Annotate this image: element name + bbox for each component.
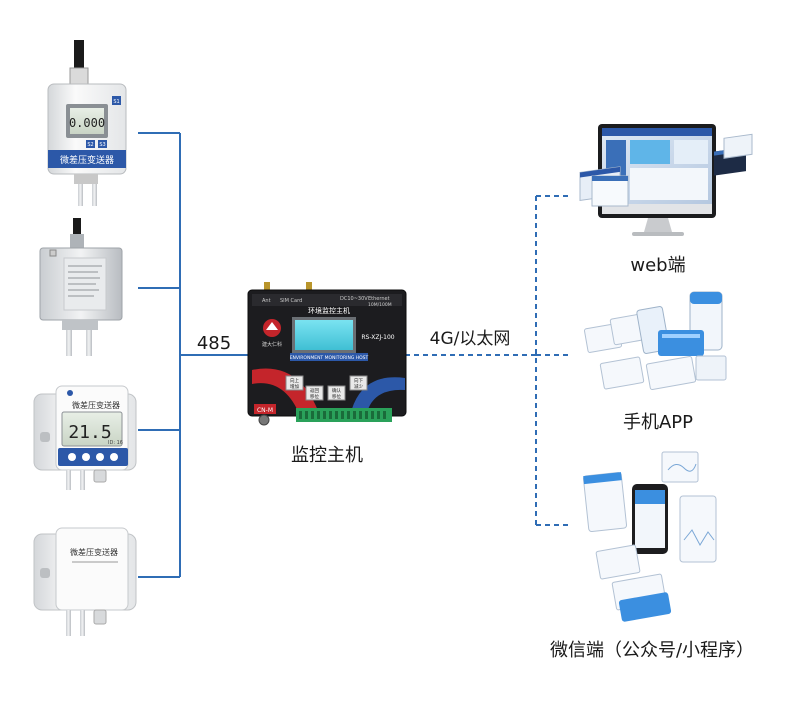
host-btn-set: 确认 — [332, 387, 341, 394]
host-btn-up2: 增加 — [290, 383, 299, 390]
sensor1-key-s1: S1 — [113, 99, 119, 105]
host-label: 监控主机 — [291, 445, 363, 466]
host-btn-ok2: 移位 — [310, 393, 319, 400]
rs485-bus — [138, 132, 250, 578]
host-keypad: 向上 增加 向下 减少 返回 移位 确认 移位 — [285, 375, 368, 401]
host-btn-down2: 减少 — [354, 383, 363, 390]
host-btn-up: 向上 — [290, 377, 299, 384]
host-panel-title: 环境监控主机 — [308, 306, 350, 315]
sensor3-sub: ID: 16 — [108, 440, 123, 446]
host-port-eth: Ethernet — [368, 296, 390, 302]
sensor3-tag: 微差压变送器 — [72, 400, 120, 410]
sensor3-lcd-value: 21.5 — [68, 422, 111, 443]
sensor-plain-box: 微差压变送器 — [33, 527, 137, 636]
rs485-label: 485 — [197, 333, 231, 354]
host-model: RS-XZJ-100 — [361, 334, 394, 341]
sensor1-tag: 微差压变送器 — [60, 154, 114, 166]
host-badge: CN-M — [257, 407, 273, 414]
mobile-app-illustration — [583, 291, 727, 390]
host-port-power: DC10~30V — [340, 296, 368, 302]
sensor-diff-pressure-box — [39, 218, 123, 356]
sensor1-lcd-value: 0.000 — [69, 116, 105, 130]
host-btn-down: 向下 — [354, 377, 363, 384]
sensor1-key-s3: S3 — [99, 142, 105, 148]
host-port-ant: Ant — [262, 298, 271, 304]
web-client-illustration — [579, 124, 753, 236]
host-btn-ok: 返回 — [310, 387, 319, 394]
sensor4-tag: 微差压变送器 — [70, 547, 118, 557]
host-port-eth-speed: 10M/100M — [368, 302, 392, 308]
web-client-label: web端 — [630, 255, 685, 276]
monitoring-host: Ant SIM Card DC10~30V Ethernet 10M/100M … — [247, 282, 407, 426]
sensor1-key-s2: S2 — [87, 142, 93, 148]
host-subtitle: ENVIRONMENT MONITORING HOST — [290, 355, 369, 361]
network-label: 4G/以太网 — [430, 329, 511, 349]
sensor-pressure-lcd: 0.000 S1 S2 S3 微差压变送器 — [47, 40, 127, 206]
host-port-sim: SIM Card — [280, 298, 302, 304]
mobile-app-label: 手机APP — [623, 412, 693, 433]
wechat-client-illustration — [582, 451, 717, 622]
wechat-client-label: 微信端（公众号/小程序） — [550, 640, 754, 661]
host-brand: 建大仁科 — [262, 341, 282, 348]
host-btn-set2: 移位 — [332, 393, 341, 400]
network-links — [405, 195, 570, 526]
sensor-lcd-box: 微差压变送器 21.5 ID: 16 — [33, 385, 137, 490]
